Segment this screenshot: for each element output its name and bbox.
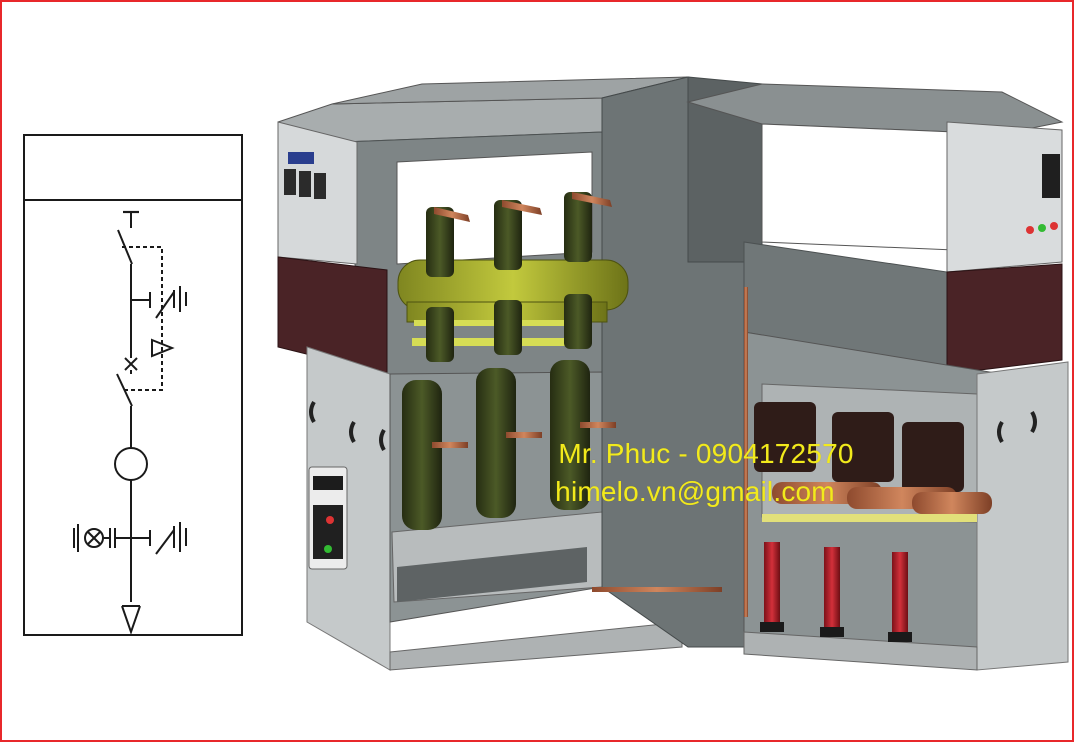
right-upper-door [946, 263, 1063, 375]
contact-email: himelo.vn@gmail.com [555, 476, 835, 507]
breaker-poles [402, 360, 616, 530]
contact-name-phone: Mr. Phuc - 0904172570 [558, 438, 854, 469]
control-display [288, 152, 314, 164]
right-control-display [1042, 154, 1060, 198]
voltage-indicator-icon [151, 338, 175, 358]
cable-termination-arrow-icon [121, 605, 141, 636]
upper-insulators [426, 192, 612, 362]
cable-connections [592, 287, 992, 642]
diagram-frame [23, 134, 243, 636]
